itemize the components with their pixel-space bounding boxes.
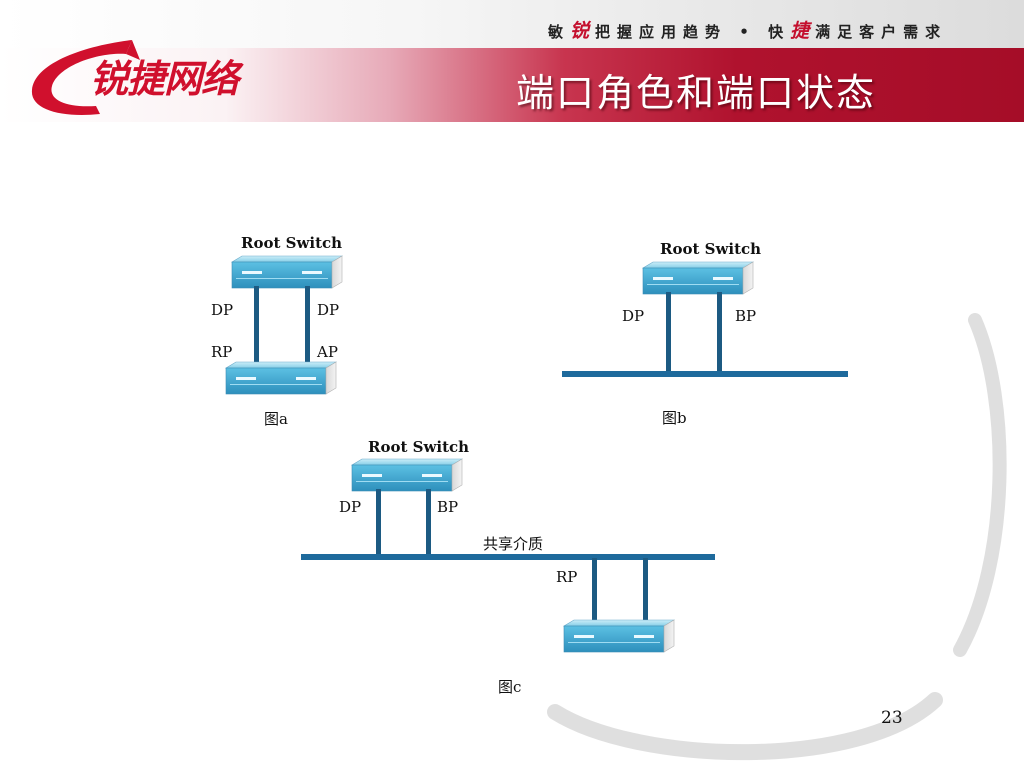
slogan: 敏锐把握应用趋势 • 快捷满足客户需求 (548, 16, 947, 43)
link-left (254, 286, 259, 362)
shared-medium-bus (301, 554, 715, 560)
slogan-part: 把握应用趋势 • 快 (595, 23, 791, 41)
shared-medium-label: 共享介质 (483, 535, 543, 553)
root-switch-label: Root Switch (368, 438, 469, 456)
slide-header: 敏锐把握应用趋势 • 快捷满足客户需求 端口角色和端口状态 (0, 0, 1024, 122)
slogan-part: 满足客户需求 (815, 23, 948, 41)
switch-icon (563, 619, 675, 653)
company-logo (22, 34, 302, 124)
port-label-dp: DP (339, 498, 361, 516)
root-switch-icon (351, 458, 463, 492)
switch-icon (225, 361, 337, 395)
link-right (717, 292, 722, 372)
root-switch-icon (642, 261, 754, 295)
port-label-dp: DP (622, 307, 644, 325)
link-left (666, 292, 671, 372)
diagram-caption: 图c (498, 678, 521, 696)
port-label-ap: AP (316, 343, 338, 361)
port-label-bp: BP (735, 307, 756, 325)
lan-bus (562, 371, 848, 377)
header-top-strip (0, 0, 1024, 48)
port-label-dp: DP (317, 301, 339, 319)
slogan-highlight: 锐 (570, 20, 596, 42)
port-label-dp: DP (211, 301, 233, 319)
link-right (305, 286, 310, 362)
port-label-rp: RP (556, 568, 577, 586)
root-switch-label: Root Switch (660, 240, 761, 258)
port-label-bp: BP (437, 498, 458, 516)
diagram-caption: 图a (264, 410, 288, 428)
slide-title: 端口角色和端口状态 (516, 71, 877, 115)
logo-swoosh-icon (31, 40, 140, 115)
port-label-rp: RP (211, 343, 232, 361)
diagram-a: Root Switch DP DP RP AP 图a (211, 234, 343, 428)
link-right (426, 489, 431, 557)
diagram-caption: 图b (662, 409, 687, 427)
diagram-c: Root Switch DP BP 共享介质 RP 图c (301, 438, 715, 696)
link-down-left (592, 558, 597, 620)
header-red-band (0, 48, 1024, 122)
link-down-right (643, 558, 648, 620)
link-left (376, 489, 381, 557)
watermark-ring (547, 313, 1007, 761)
root-switch-label: Root Switch (241, 234, 342, 252)
root-switch-icon (231, 255, 343, 289)
diagram-b: Root Switch DP BP 图b (562, 240, 848, 427)
logo-text: 锐捷网络 (90, 57, 239, 101)
slogan-part: 敏 (548, 23, 571, 41)
page-number: 23 (881, 708, 903, 728)
slogan-highlight: 捷 (790, 20, 816, 42)
